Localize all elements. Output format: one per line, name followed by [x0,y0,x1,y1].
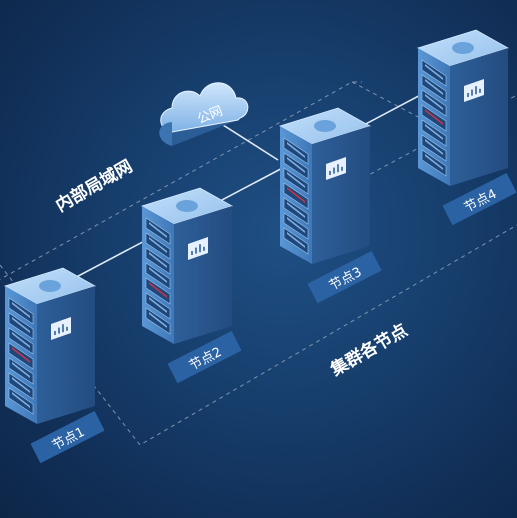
vent-icon [314,120,336,132]
status-bars-icon [188,237,208,260]
lan-zone-border-right [351,81,421,119]
vent-icon [176,200,198,212]
vent-icon [39,280,61,292]
server-node-3 [278,107,372,264]
cloud-icon: 公网 [159,82,249,146]
server-node-2 [140,187,234,344]
vent-icon [452,42,474,54]
status-bars-icon [51,317,71,340]
server-node-1 [3,267,97,424]
status-bars-icon [464,79,484,102]
lan-zone-label: 内部局域网 [52,156,136,217]
status-bars-icon [326,157,346,180]
lan-zone-border [0,81,362,280]
server-node-4 [416,29,510,186]
